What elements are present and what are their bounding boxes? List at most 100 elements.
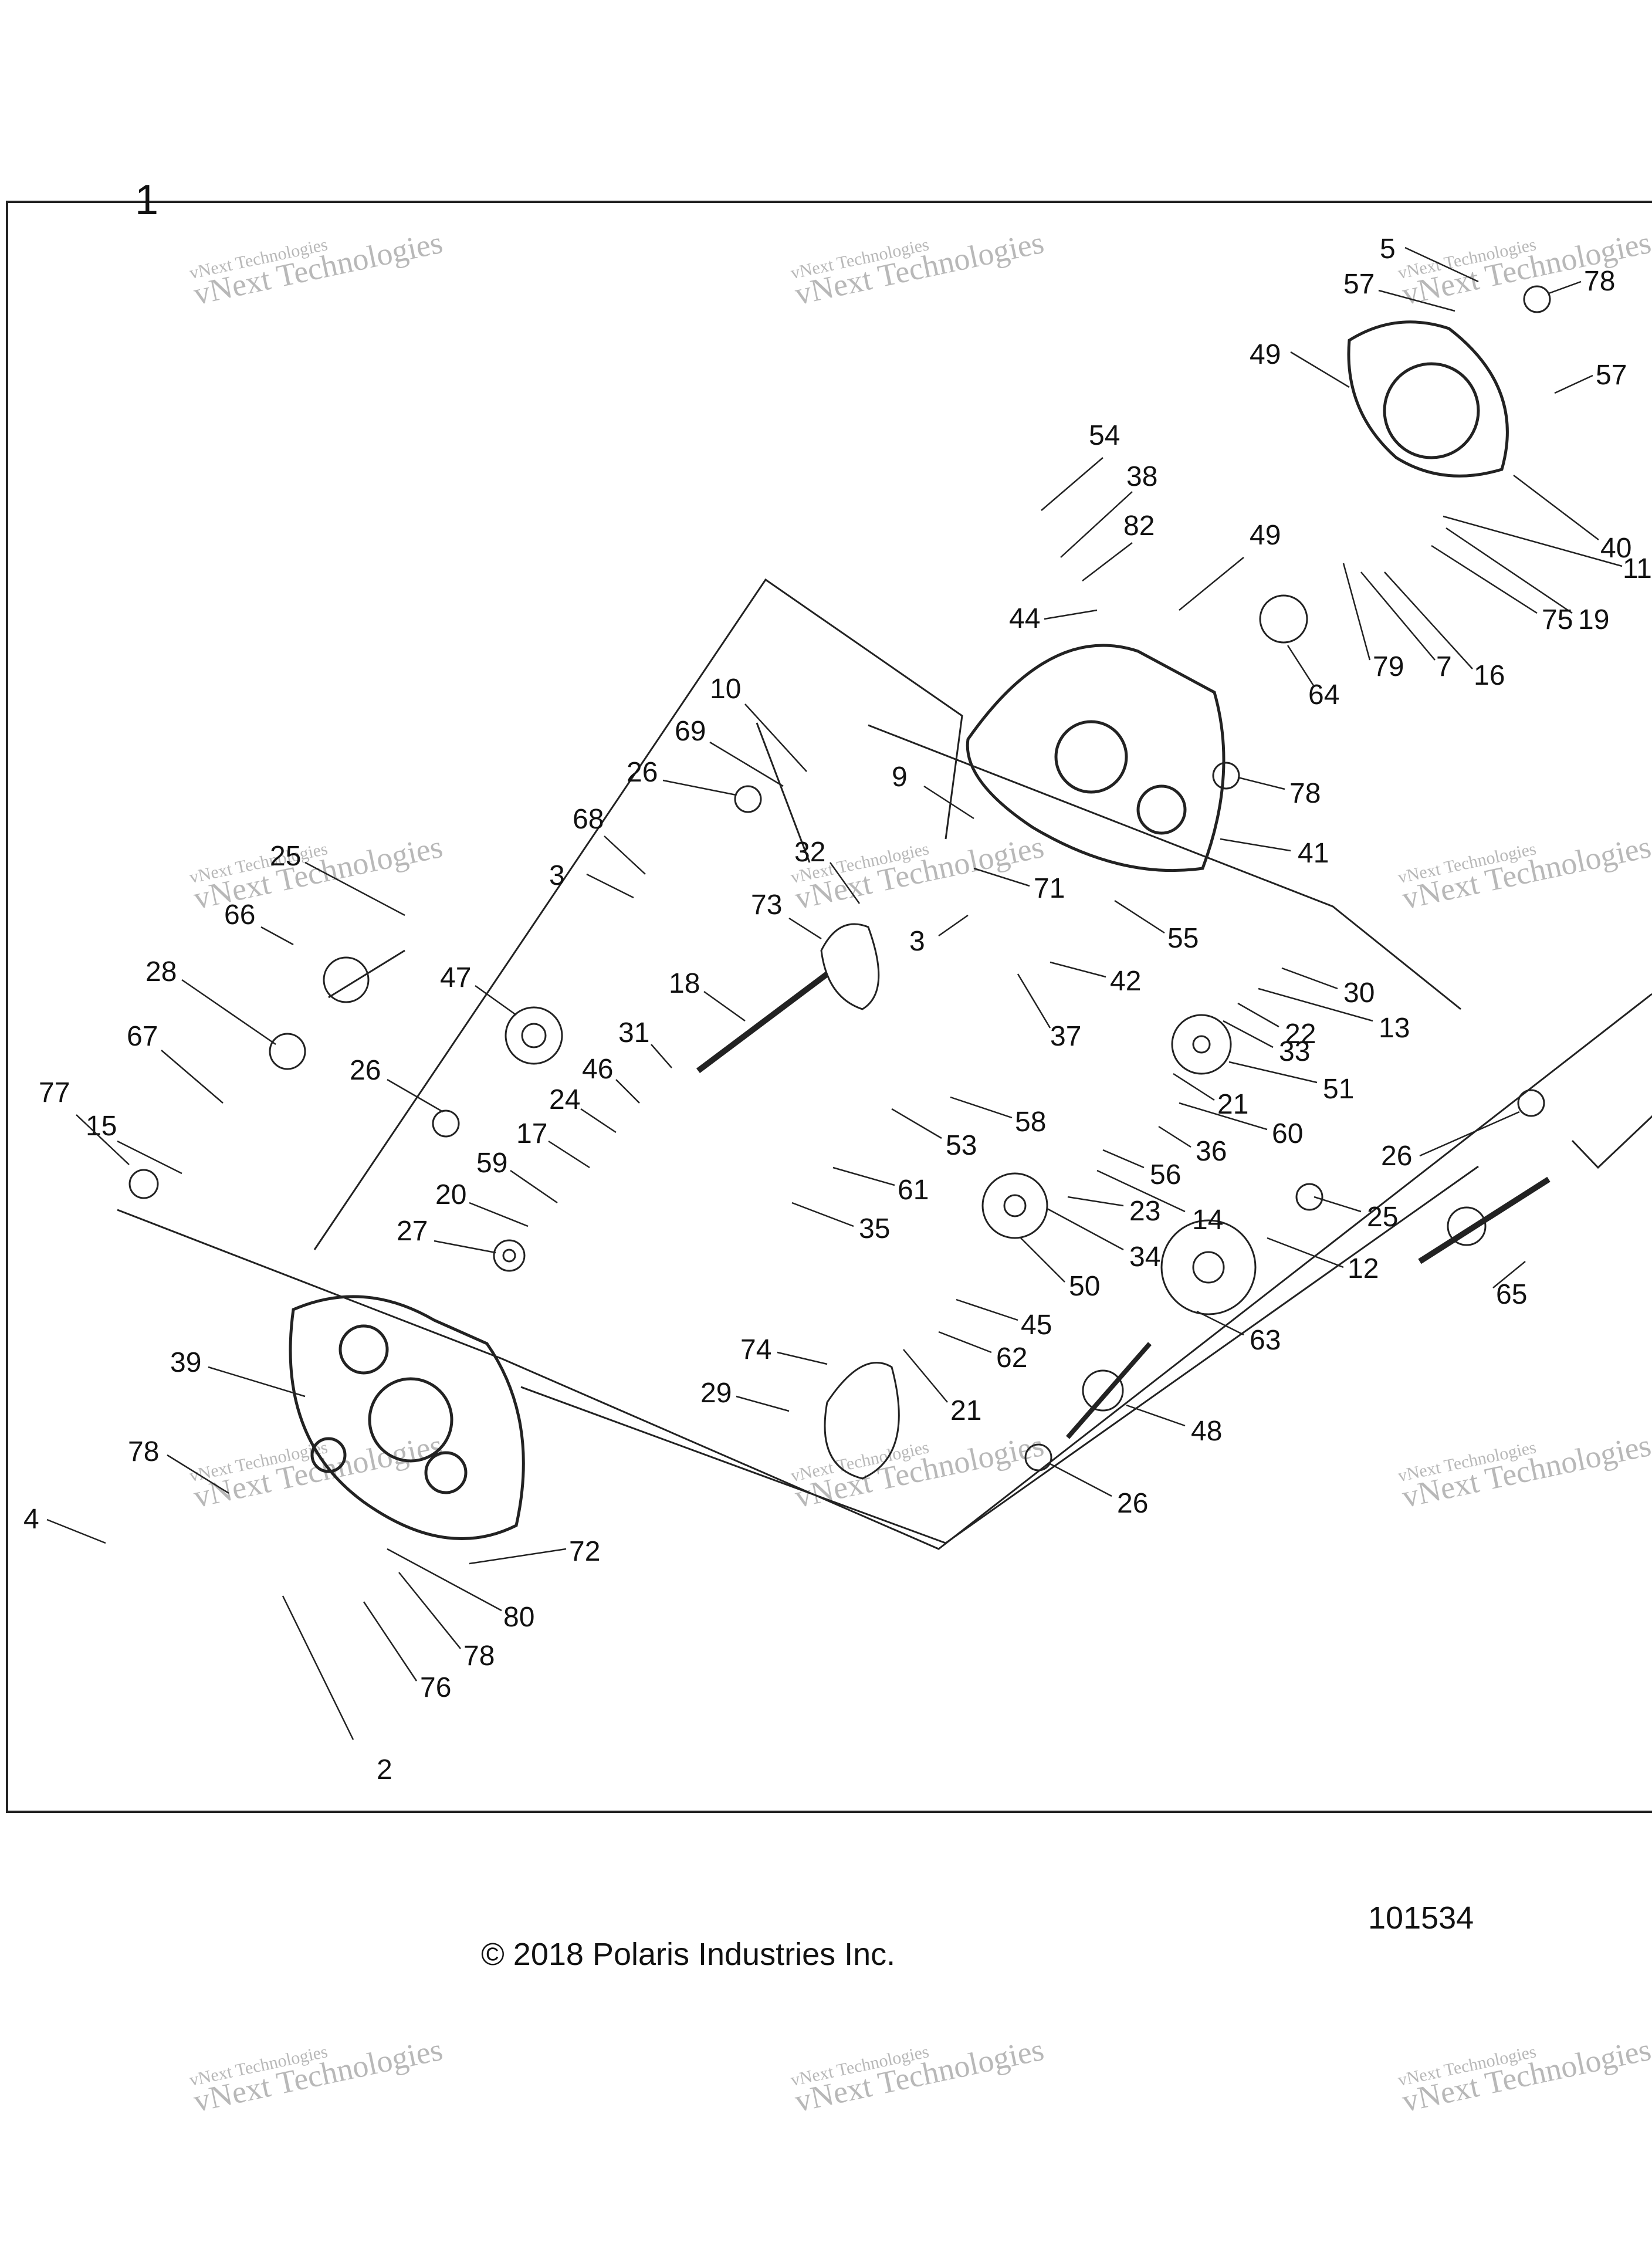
callout-3: 3 bbox=[909, 914, 969, 957]
svg-text:67: 67 bbox=[127, 1021, 158, 1052]
callout-73: 73 bbox=[751, 889, 822, 940]
svg-text:61: 61 bbox=[898, 1175, 929, 1206]
callout-75: 75 bbox=[1431, 544, 1573, 635]
group-bracket bbox=[117, 993, 1652, 1550]
callout-39: 39 bbox=[170, 1347, 306, 1398]
callout-49: 49 bbox=[1179, 520, 1281, 611]
svg-text:62: 62 bbox=[996, 1342, 1027, 1374]
callout-40: 40 bbox=[1513, 475, 1631, 564]
svg-text:3: 3 bbox=[909, 926, 925, 957]
svg-text:53: 53 bbox=[946, 1130, 977, 1161]
callout-16: 16 bbox=[1384, 571, 1505, 691]
callout-69: 69 bbox=[675, 716, 784, 787]
svg-text:50: 50 bbox=[1069, 1271, 1100, 1302]
callout-76: 76 bbox=[363, 1601, 451, 1703]
callout-24: 24 bbox=[549, 1084, 617, 1134]
svg-text:54: 54 bbox=[1089, 420, 1120, 451]
svg-text:78: 78 bbox=[1289, 778, 1321, 809]
gear-51 bbox=[1171, 1014, 1232, 1075]
svg-text:25: 25 bbox=[1367, 1202, 1398, 1233]
svg-text:18: 18 bbox=[669, 968, 700, 999]
svg-text:21: 21 bbox=[1217, 1089, 1248, 1120]
callout-25: 25 bbox=[1314, 1196, 1398, 1233]
bearing-26 bbox=[432, 785, 1545, 1471]
svg-text:63: 63 bbox=[1250, 1325, 1281, 1356]
svg-text:35: 35 bbox=[859, 1213, 890, 1244]
gear-47 bbox=[505, 1006, 563, 1065]
callout-21: 21 bbox=[903, 1349, 981, 1426]
callout-54: 54 bbox=[1041, 420, 1120, 511]
callout-53: 53 bbox=[891, 1108, 977, 1161]
svg-text:66: 66 bbox=[224, 899, 255, 931]
callout-65: 65 bbox=[1492, 1261, 1527, 1310]
svg-text:41: 41 bbox=[1298, 838, 1329, 869]
callout-14: 14 bbox=[1096, 1169, 1223, 1236]
left-case-39 bbox=[289, 1295, 525, 1540]
callout-36: 36 bbox=[1158, 1125, 1227, 1167]
svg-text:57: 57 bbox=[1596, 360, 1627, 391]
callout-66: 66 bbox=[224, 899, 294, 946]
svg-text:9: 9 bbox=[892, 762, 908, 793]
callout-60: 60 bbox=[1179, 1102, 1303, 1149]
svg-text:60: 60 bbox=[1272, 1118, 1303, 1149]
callout-29: 29 bbox=[700, 1378, 790, 1412]
callout-51: 51 bbox=[1228, 1061, 1354, 1105]
callout-44: 44 bbox=[1009, 603, 1098, 634]
svg-text:69: 69 bbox=[675, 716, 706, 747]
svg-text:68: 68 bbox=[573, 804, 604, 835]
svg-text:51: 51 bbox=[1323, 1074, 1354, 1105]
svg-text:11: 11 bbox=[1623, 553, 1652, 584]
callout-22: 22 bbox=[1237, 1002, 1316, 1050]
callout-72: 72 bbox=[469, 1536, 600, 1567]
callout-10: 10 bbox=[710, 674, 807, 772]
callout-35: 35 bbox=[791, 1202, 890, 1244]
group-bracket bbox=[868, 724, 1461, 1010]
callout-41: 41 bbox=[1220, 838, 1329, 869]
callout-31: 31 bbox=[618, 1017, 672, 1068]
svg-text:28: 28 bbox=[145, 956, 177, 987]
svg-text:5: 5 bbox=[1380, 234, 1396, 265]
shaft-48 bbox=[1065, 1342, 1152, 1439]
bearing-28 bbox=[269, 1033, 306, 1070]
callout-78: 78 bbox=[1237, 776, 1321, 809]
callout-33: 33 bbox=[1223, 1020, 1310, 1067]
callout-3: 3 bbox=[549, 860, 634, 899]
callout-61: 61 bbox=[832, 1166, 929, 1206]
callout-20: 20 bbox=[435, 1179, 529, 1227]
svg-text:25: 25 bbox=[270, 841, 301, 872]
svg-text:72: 72 bbox=[569, 1536, 600, 1567]
sheet-number: 1 bbox=[135, 177, 159, 224]
belt-73 bbox=[820, 923, 880, 1010]
callout-4: 4 bbox=[23, 1504, 106, 1544]
group-bracket bbox=[520, 1165, 1479, 1544]
callout-68: 68 bbox=[573, 804, 646, 875]
callout-7: 7 bbox=[1360, 571, 1452, 682]
callout-82: 82 bbox=[1082, 510, 1155, 581]
svg-text:44: 44 bbox=[1009, 603, 1040, 634]
callout-11: 11 bbox=[1443, 515, 1652, 584]
callout-13: 13 bbox=[1258, 987, 1410, 1044]
callout-5: 5 bbox=[1380, 234, 1479, 283]
callout-27: 27 bbox=[397, 1216, 496, 1254]
callout-19: 19 bbox=[1446, 527, 1609, 635]
bearing-27 bbox=[493, 1239, 526, 1272]
shaft-axis bbox=[756, 722, 811, 863]
callout-26: 26 bbox=[1381, 1111, 1520, 1172]
callout-18: 18 bbox=[669, 968, 746, 1022]
callout-79: 79 bbox=[1342, 563, 1404, 682]
callout-26: 26 bbox=[1381, 1141, 1412, 1172]
callout-28: 28 bbox=[145, 956, 276, 1046]
svg-text:49: 49 bbox=[1250, 520, 1281, 551]
svg-text:3: 3 bbox=[549, 860, 565, 891]
callout-59: 59 bbox=[476, 1148, 558, 1204]
callout-38: 38 bbox=[1060, 461, 1157, 558]
gear-64 bbox=[1259, 594, 1308, 644]
svg-text:82: 82 bbox=[1123, 510, 1155, 542]
callout-64: 64 bbox=[1287, 645, 1339, 711]
callout-55: 55 bbox=[1114, 899, 1199, 954]
svg-text:26: 26 bbox=[627, 757, 658, 788]
svg-text:59: 59 bbox=[476, 1148, 507, 1179]
svg-text:32: 32 bbox=[794, 837, 825, 868]
callout-47: 47 bbox=[440, 962, 517, 1016]
